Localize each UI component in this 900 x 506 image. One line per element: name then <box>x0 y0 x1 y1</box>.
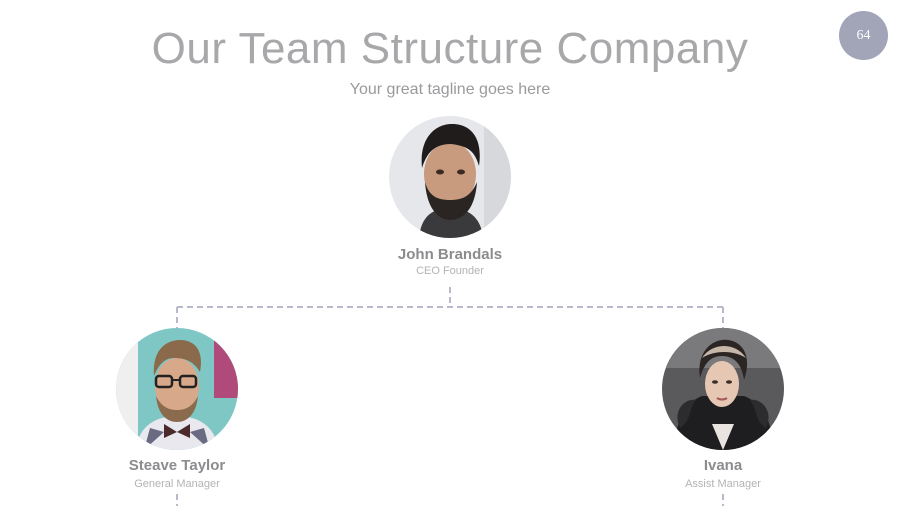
page-number-badge: 64 <box>839 11 888 60</box>
slide-tagline: Your great tagline goes here <box>349 81 551 98</box>
member-name: John Brandals <box>397 246 503 263</box>
slide-title: Our Team Structure Company <box>151 24 749 73</box>
member-role: General Manager <box>134 478 220 490</box>
avatar-assistant <box>662 328 784 450</box>
member-name: Steave Taylor <box>128 457 226 474</box>
avatar-manager <box>116 328 238 450</box>
member-role: Assist Manager <box>685 478 761 490</box>
member-name: Ivana <box>703 457 743 474</box>
avatar-ceo <box>389 116 511 238</box>
member-role: CEO Founder <box>416 265 484 277</box>
